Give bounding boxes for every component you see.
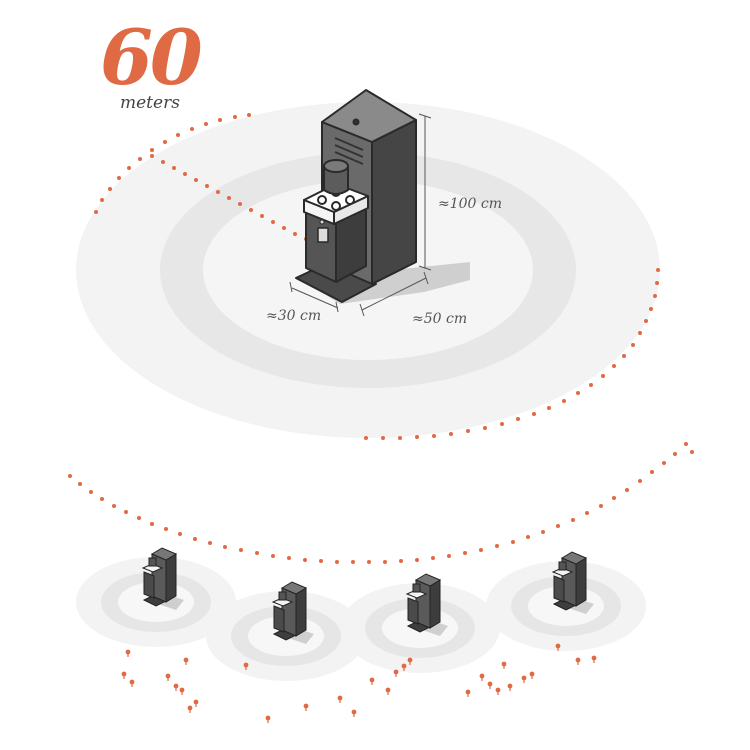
small-station-3: [339, 573, 501, 674]
range-boundary-arc-top: [94, 113, 660, 440]
width-dimension-label: ≈30 cm: [266, 308, 322, 324]
range-unit: meters: [120, 93, 180, 113]
range-boundary-arc-bottom: [68, 442, 694, 564]
depth-dimension-label: ≈50 cm: [412, 311, 468, 327]
station-network: [75, 547, 647, 682]
small-station-4: [485, 551, 647, 652]
location-pin-icon: [121, 643, 597, 723]
height-dimension-label: ≈100 cm: [438, 196, 503, 212]
dimension-lines: [289, 113, 432, 317]
charging-station-device-icon: [295, 89, 470, 304]
range-value: 60: [100, 13, 203, 102]
